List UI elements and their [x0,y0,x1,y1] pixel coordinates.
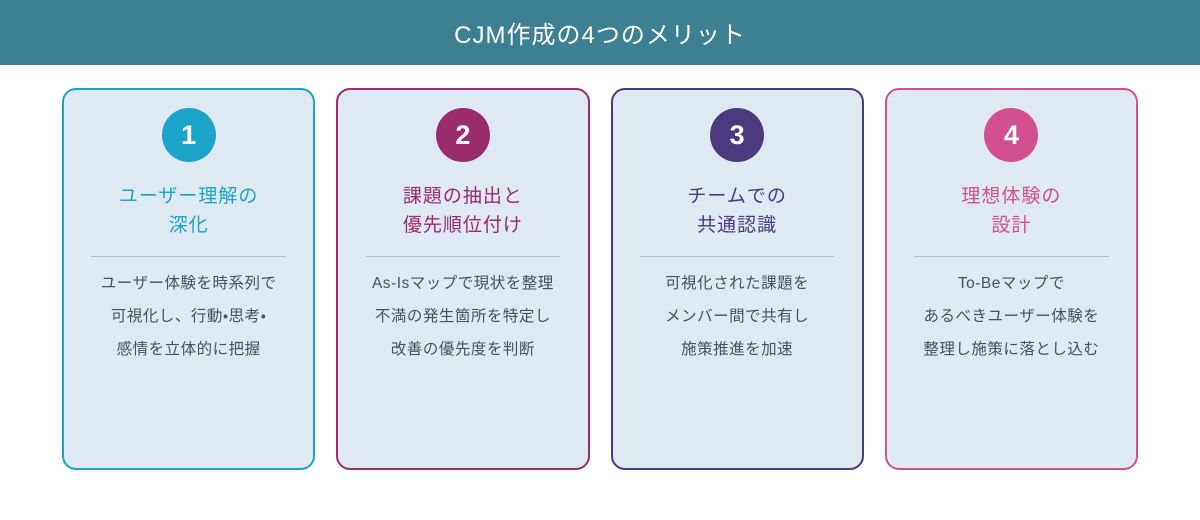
benefit-title: 課題の抽出と優先順位付け [402,186,523,236]
divider [91,256,286,257]
divider [639,256,835,257]
benefit-title: ユーザー理解の深化 [118,186,259,236]
page-title: CJM作成の4つのメリット [454,22,746,49]
benefit-number: 1 [181,119,197,150]
benefit-description: As-Isマップで現状を整理不満の発生箇所を特定し改善の優先度を判断 [371,275,554,358]
benefit-card: 2 課題の抽出と優先順位付け As-Isマップで現状を整理不満の発生箇所を特定し… [336,88,590,470]
cards-container: 1 ユーザー理解の深化 ユーザー体験を時系列で可視化し、行動・思考・感情を立体的… [62,88,1138,470]
benefit-description: ユーザー体験を時系列で可視化し、行動・思考・感情を立体的に把握 [100,275,277,358]
benefit-description: 可視化された課題をメンバー間で共有し施策推進を加速 [665,275,810,358]
benefit-title: 理想体験の設計 [961,186,1062,236]
benefit-number-badge: 3 [710,108,765,162]
benefit-number: 4 [1003,119,1019,150]
benefit-card: 3 チームでの共通認識 可視化された課題をメンバー間で共有し施策推進を加速 [610,88,864,470]
benefit-card: 1 ユーザー理解の深化 ユーザー体験を時系列で可視化し、行動・思考・感情を立体的… [62,88,316,470]
divider [914,256,1109,257]
benefit-description: To-Beマップであるべきユーザー体験を整理し施策に落とし込む [923,275,1100,358]
benefit-number-badge: 4 [984,108,1039,162]
benefit-number-badge: 2 [435,108,490,162]
benefit-number-badge: 1 [161,108,216,162]
benefit-title: チームでの共通認識 [687,186,787,236]
benefit-number: 3 [729,119,745,150]
divider [365,256,561,257]
benefit-number: 2 [455,119,471,150]
header-banner: CJM作成の4つのメリット [0,0,1200,65]
page: CJM作成の4つのメリット 1 ユーザー理解の深化 ユーザー体験を時系列で可視化… [0,0,1200,470]
benefit-card: 4 理想体験の設計 To-Beマップであるべきユーザー体験を整理し施策に落とし込… [884,88,1138,470]
